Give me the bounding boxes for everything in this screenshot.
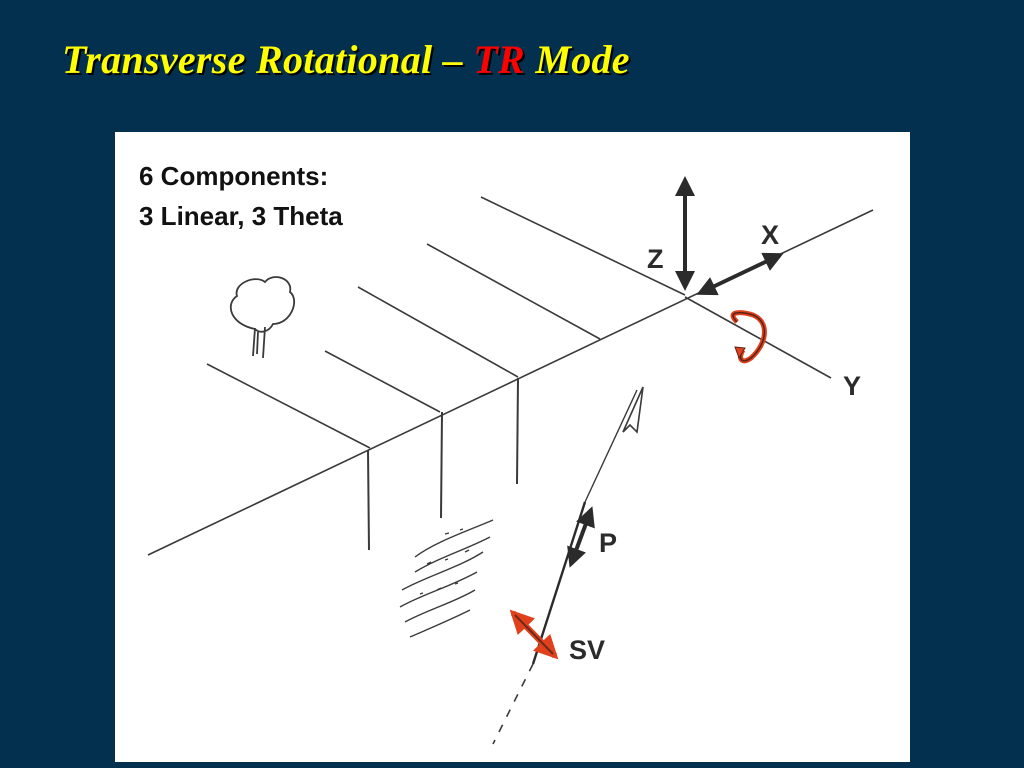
p-arrow — [567, 506, 595, 568]
figure-panel: 6 Components: 3 Linear, 3 Theta — [115, 132, 910, 762]
y-label: Y — [843, 371, 861, 401]
post-2 — [440, 411, 443, 519]
caption-line-types: 3 Linear, 3 Theta — [139, 201, 343, 231]
sv-label: SV — [569, 635, 605, 665]
x-label: X — [761, 220, 779, 250]
sketch-diagram: Z X Y P SV — [147, 176, 874, 745]
post-3 — [516, 377, 519, 485]
tree-icon — [229, 276, 295, 359]
sediment-layers-icon — [399, 519, 494, 638]
z-label: Z — [647, 244, 664, 274]
title-accent: TR — [473, 37, 526, 82]
slide-title: Transverse Rotational – TR Mode — [62, 36, 630, 83]
y-axis-line — [684, 296, 832, 379]
receiver-line-2 — [426, 243, 601, 340]
x-arrow — [696, 252, 784, 296]
receiver-line-3 — [357, 286, 519, 378]
receiver-line-4 — [324, 350, 441, 413]
ray-dashed — [492, 663, 534, 745]
ray-arrowhead — [622, 386, 644, 434]
caption-line-components: 6 Components: — [139, 161, 329, 191]
post-1 — [367, 449, 370, 551]
p-label: P — [599, 528, 617, 558]
title-suffix: Mode — [525, 37, 630, 82]
figure-caption: 6 Components: 3 Linear, 3 Theta — [139, 156, 343, 236]
ray-thin — [584, 389, 638, 503]
title-text: Transverse Rotational – — [62, 37, 474, 82]
receiver-line-5 — [206, 363, 371, 449]
rotation-arrow-icon — [730, 310, 767, 364]
sv-arrow-core — [514, 614, 554, 655]
receiver-line-1 — [480, 196, 686, 296]
